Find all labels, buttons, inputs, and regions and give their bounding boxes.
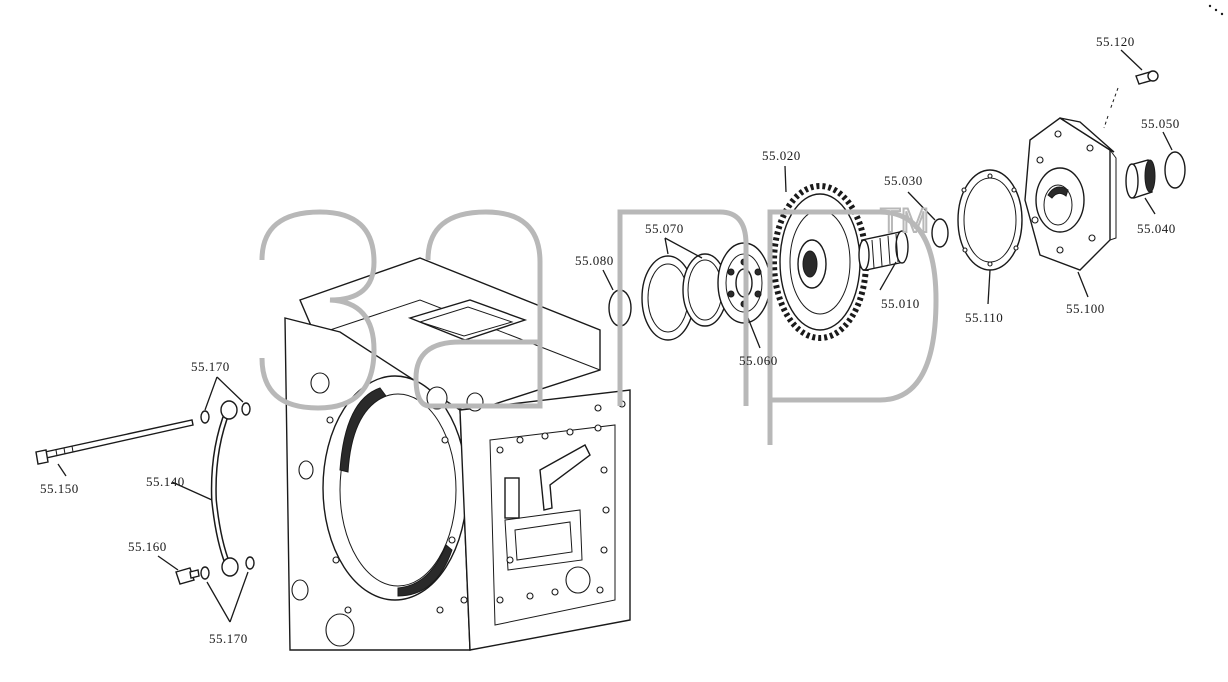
label-55-080: 55.080 [575, 253, 614, 268]
label-55-110: 55.110 [965, 310, 1003, 325]
part-labels: 55.120 55.050 55.020 55.030 55.070 55.08… [40, 34, 1180, 646]
label-55-050: 55.050 [1141, 116, 1180, 131]
part-55-020-gear [771, 183, 869, 341]
part-55-100-cover [1024, 117, 1117, 271]
transmission-housing [284, 257, 631, 651]
part-55-010-shaft [858, 230, 909, 271]
label-55-150: 55.150 [40, 481, 79, 496]
part-55-120-bolt [1103, 70, 1159, 129]
watermark-logo: TM [259, 201, 939, 445]
part-55-110-gasket [957, 169, 1023, 271]
label-55-140: 55.140 [146, 474, 185, 489]
part-55-160-bolt [175, 567, 200, 585]
label-55-100: 55.100 [1066, 301, 1105, 316]
part-55-170-washers [200, 402, 255, 580]
label-55-170-top: 55.170 [191, 359, 230, 374]
label-55-030: 55.030 [884, 173, 923, 188]
label-55-040: 55.040 [1137, 221, 1176, 236]
label-55-060: 55.060 [739, 353, 778, 368]
housing-bolt-holes [326, 400, 626, 614]
label-55-120: 55.120 [1096, 34, 1135, 49]
label-55-170-bottom: 55.170 [209, 631, 248, 646]
part-55-050-ring [1164, 151, 1186, 189]
label-55-070: 55.070 [645, 221, 684, 236]
part-55-070-shims [641, 253, 728, 341]
part-55-140-pipe [210, 400, 239, 577]
corner-marks [1208, 4, 1224, 16]
label-55-010: 55.010 [881, 296, 920, 311]
label-55-020: 55.020 [762, 148, 801, 163]
part-55-150-long-bolt [35, 419, 194, 465]
leader-lines [57, 49, 1173, 623]
label-55-160: 55.160 [128, 539, 167, 554]
part-55-040-seal [1125, 159, 1156, 199]
part-55-030-ring [931, 218, 949, 248]
watermark-tm: TM [880, 202, 929, 240]
